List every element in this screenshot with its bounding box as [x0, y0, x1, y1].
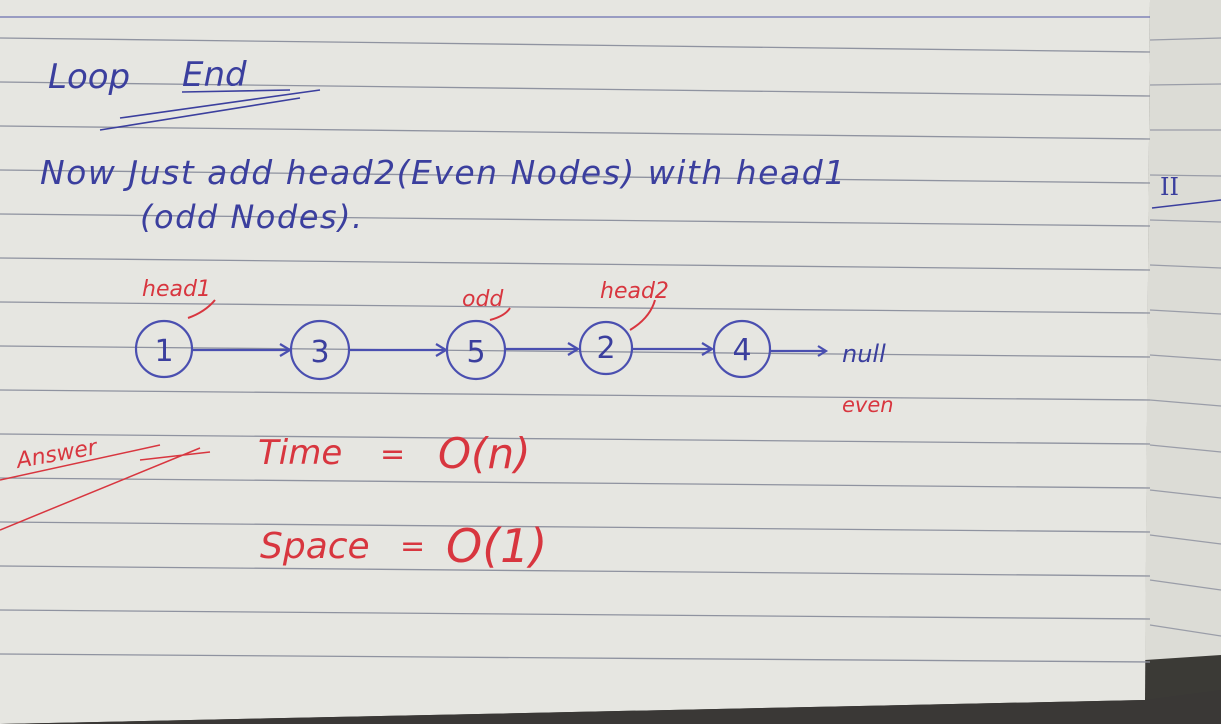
next-page-edge: [1145, 0, 1221, 660]
label-head2: head2: [600, 279, 669, 304]
node-value: 5: [466, 335, 485, 370]
space-label: Space: [260, 526, 370, 567]
time-complexity: O(n): [438, 429, 530, 478]
heading-end: End: [182, 55, 247, 95]
heading-underline: [99, 89, 321, 131]
node-value: 3: [310, 335, 329, 370]
space-complexity: O(1): [446, 519, 547, 573]
bottom-shadow: [0, 690, 1221, 724]
null-terminal: null: [842, 340, 886, 368]
time-equals: =: [380, 437, 405, 472]
next-page-lines: [1149, 37, 1221, 637]
pointer-head2: [629, 299, 656, 331]
paper-sheet: [0, 0, 1150, 724]
answer-strokes: [0, 444, 211, 531]
time-label: Time: [258, 433, 342, 473]
label-even: even: [842, 393, 894, 417]
label-odd: odd: [462, 287, 504, 312]
pointer-odd: [489, 307, 511, 321]
heading-loop: Loop: [48, 57, 130, 97]
pointer-head1: [187, 299, 216, 319]
node-values: 1 3 5 2 4: [154, 331, 751, 370]
node-value: 4: [732, 333, 751, 368]
margin-mark: II: [1160, 173, 1179, 201]
node-value: 1: [154, 334, 173, 369]
label-head1: head1: [142, 277, 211, 302]
note-line-2: (odd Nodes).: [140, 198, 364, 236]
linked-list: [134, 319, 829, 381]
margin-mark-stroke: [1151, 199, 1221, 209]
node-value: 2: [596, 331, 615, 366]
note-line-1: Now Just add head2(Even Nodes) with head…: [40, 153, 847, 192]
space-equals: =: [400, 529, 425, 564]
